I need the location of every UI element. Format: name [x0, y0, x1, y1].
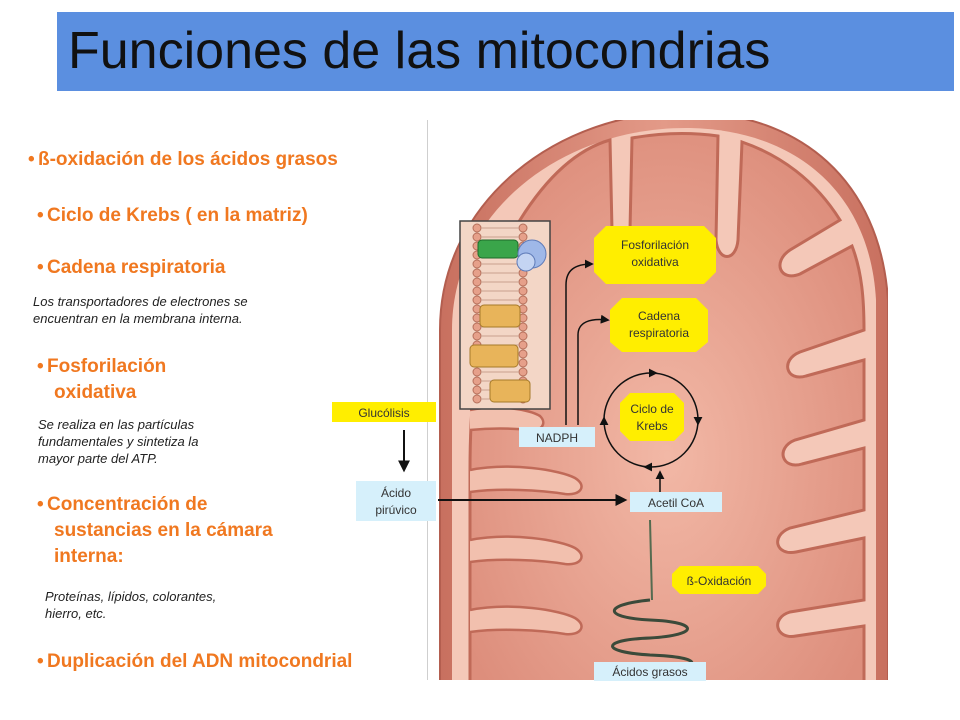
arrow-nadph-fosforilacion [565, 259, 594, 425]
label-fosforilacion-oxidativa: Fosforilación oxidativa [594, 226, 716, 284]
bullet-marker: • [37, 205, 44, 226]
label-line: ß-Oxidación [687, 574, 752, 588]
bullet-text: Duplicación del ADN mitocondrial [47, 651, 353, 672]
lipid-head [472, 286, 482, 296]
label-line: respiratoria [629, 326, 689, 340]
label-line: oxidativa [631, 255, 679, 269]
lipid-head [518, 358, 528, 368]
label-nadph: NADPH [519, 427, 595, 447]
atp-synthase-head [516, 252, 536, 272]
bullet-cadena-respiratoria: • Cadena respiratoria [37, 256, 226, 280]
label-cadena-respiratoria: Cadena respiratoria [610, 298, 708, 352]
note-line: mayor parte del ATP. [38, 451, 158, 466]
slide-title: Funciones de las mitocondrias [68, 22, 771, 80]
fatty-acid-helix [611, 519, 694, 672]
lipid-head [472, 259, 482, 269]
bullet-text: Cadena respiratoria [47, 257, 226, 278]
label-beta-oxidacion: ß-Oxidación [672, 566, 766, 594]
lipid-head [472, 331, 482, 341]
note-line: Los transportadores de electrones se [33, 294, 248, 309]
lipid-head [518, 349, 528, 359]
bullet-ciclo-krebs: • Ciclo de Krebs ( en la matriz) [37, 204, 308, 228]
note-line: encuentran en la membrana interna. [33, 311, 243, 326]
label-acetil-coa: Acetil CoA [630, 492, 722, 512]
lipid-head [472, 367, 482, 377]
membrane-protein [469, 344, 519, 368]
note-concentracion: Proteínas, lípidos, colorantes, hierro, … [45, 588, 216, 622]
bullet-concentracion: • Concentración de sustancias en la cáma… [37, 492, 273, 570]
lipid-head [472, 394, 482, 404]
label-text: Acetil CoA [648, 496, 704, 510]
bullet-text: sustancias en la cámara [54, 520, 273, 541]
lipid-head [472, 376, 482, 386]
lipid-head [518, 277, 528, 287]
bullet-text: Fosforilación [47, 356, 167, 377]
label-line: Ciclo de [630, 402, 674, 416]
membrane-protein [479, 304, 521, 328]
lipid-head [518, 232, 528, 242]
lipid-head [472, 295, 482, 305]
note-line: Proteínas, lípidos, colorantes, [45, 589, 217, 604]
lipid-head [518, 331, 528, 341]
label-ciclo-krebs: Ciclo de Krebs [620, 393, 684, 441]
bullet-text: interna: [54, 546, 124, 567]
bullet-text: Ciclo de Krebs ( en la matriz) [47, 205, 308, 226]
label-line: Fosforilación [621, 238, 689, 252]
lipid-head [472, 277, 482, 287]
label-line: Krebs [636, 419, 667, 433]
bullet-marker: • [37, 257, 44, 278]
label-line: Ácido [381, 485, 411, 500]
bullet-beta-oxidacion: • ß-oxidación de los ácidos grasos [28, 148, 338, 172]
lipid-head [472, 385, 482, 395]
lipid-head [472, 232, 482, 242]
bullet-text: oxidativa [54, 382, 137, 403]
crista [469, 605, 583, 636]
crista [469, 465, 583, 496]
lipid-head [472, 223, 482, 233]
bullet-marker: • [37, 494, 44, 515]
label-text: Ácidos grasos [612, 664, 687, 679]
membrane-protein [489, 379, 531, 403]
arrow-nadph-cadena [577, 314, 610, 425]
label-text: Glucólisis [358, 406, 409, 420]
label-line: Cadena [638, 309, 680, 323]
label-line: pirúvico [375, 503, 417, 517]
note-line: hierro, etc. [45, 606, 107, 621]
label-acido-piruvico: Ácido pirúvico [356, 481, 436, 521]
title-bar [57, 12, 954, 91]
column-divider [427, 120, 428, 680]
note-line: fundamentales y sintetiza la [38, 434, 199, 449]
lipid-head [518, 286, 528, 296]
bullet-duplicacion-adn: • Duplicación del ADN mitocondrial [37, 650, 353, 674]
note-fosforilacion: Se realiza en las partículas fundamental… [38, 416, 198, 467]
bullet-marker: • [37, 651, 44, 672]
crista [469, 535, 583, 566]
label-glucolisis: Glucólisis [332, 402, 436, 422]
bullet-marker: • [28, 149, 35, 170]
bullet-marker: • [37, 356, 44, 377]
lipid-head [472, 268, 482, 278]
membrane-protein [477, 239, 519, 259]
membrane-inset [459, 220, 551, 410]
label-text: NADPH [536, 431, 578, 445]
bullet-fosforilacion: • Fosforilación oxidativa [37, 354, 167, 406]
lipid-head [518, 367, 528, 377]
note-cadena: Los transportadores de electrones se enc… [33, 293, 248, 327]
note-line: Se realiza en las partículas [38, 417, 195, 432]
label-acidos-grasos: Ácidos grasos [594, 662, 706, 681]
bullet-text: ß-oxidación de los ácidos grasos [38, 149, 338, 170]
lipid-head [518, 223, 528, 233]
lipid-head [518, 340, 528, 350]
bullet-text: Concentración de [47, 494, 208, 515]
lipid-head [518, 295, 528, 305]
